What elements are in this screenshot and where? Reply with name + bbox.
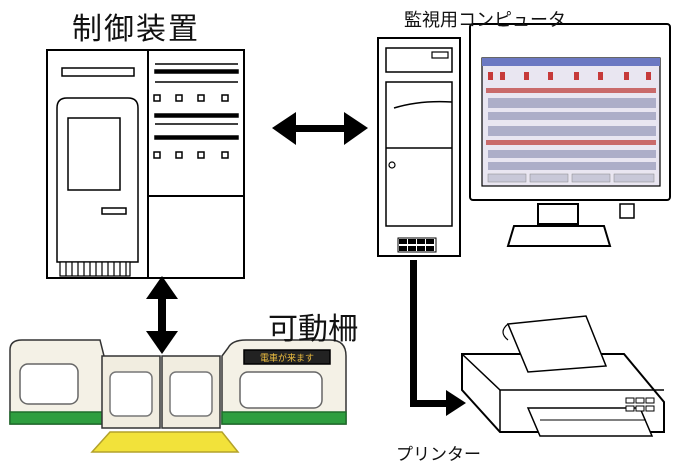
- double-arrow-icon-horizontal: [272, 112, 368, 145]
- platform-gate-label: 可動柵: [268, 312, 358, 347]
- computer-tower-icon: [377, 37, 461, 257]
- gate-display-text: 電車が来ます: [260, 352, 314, 364]
- double-arrow-icon-vertical: [146, 276, 178, 354]
- control-unit-label: 制御装置: [72, 12, 200, 47]
- monitoring-pc-label: 監視用コンピュータ: [404, 10, 566, 31]
- monitor-screen-content: [486, 72, 656, 183]
- flow-arrow-icon: [410, 260, 466, 416]
- printer-icon: [461, 315, 665, 437]
- control-cabinet-icon: [46, 49, 245, 279]
- platform-gate-icon: [9, 339, 347, 453]
- printer-label: プリンター: [396, 445, 481, 465]
